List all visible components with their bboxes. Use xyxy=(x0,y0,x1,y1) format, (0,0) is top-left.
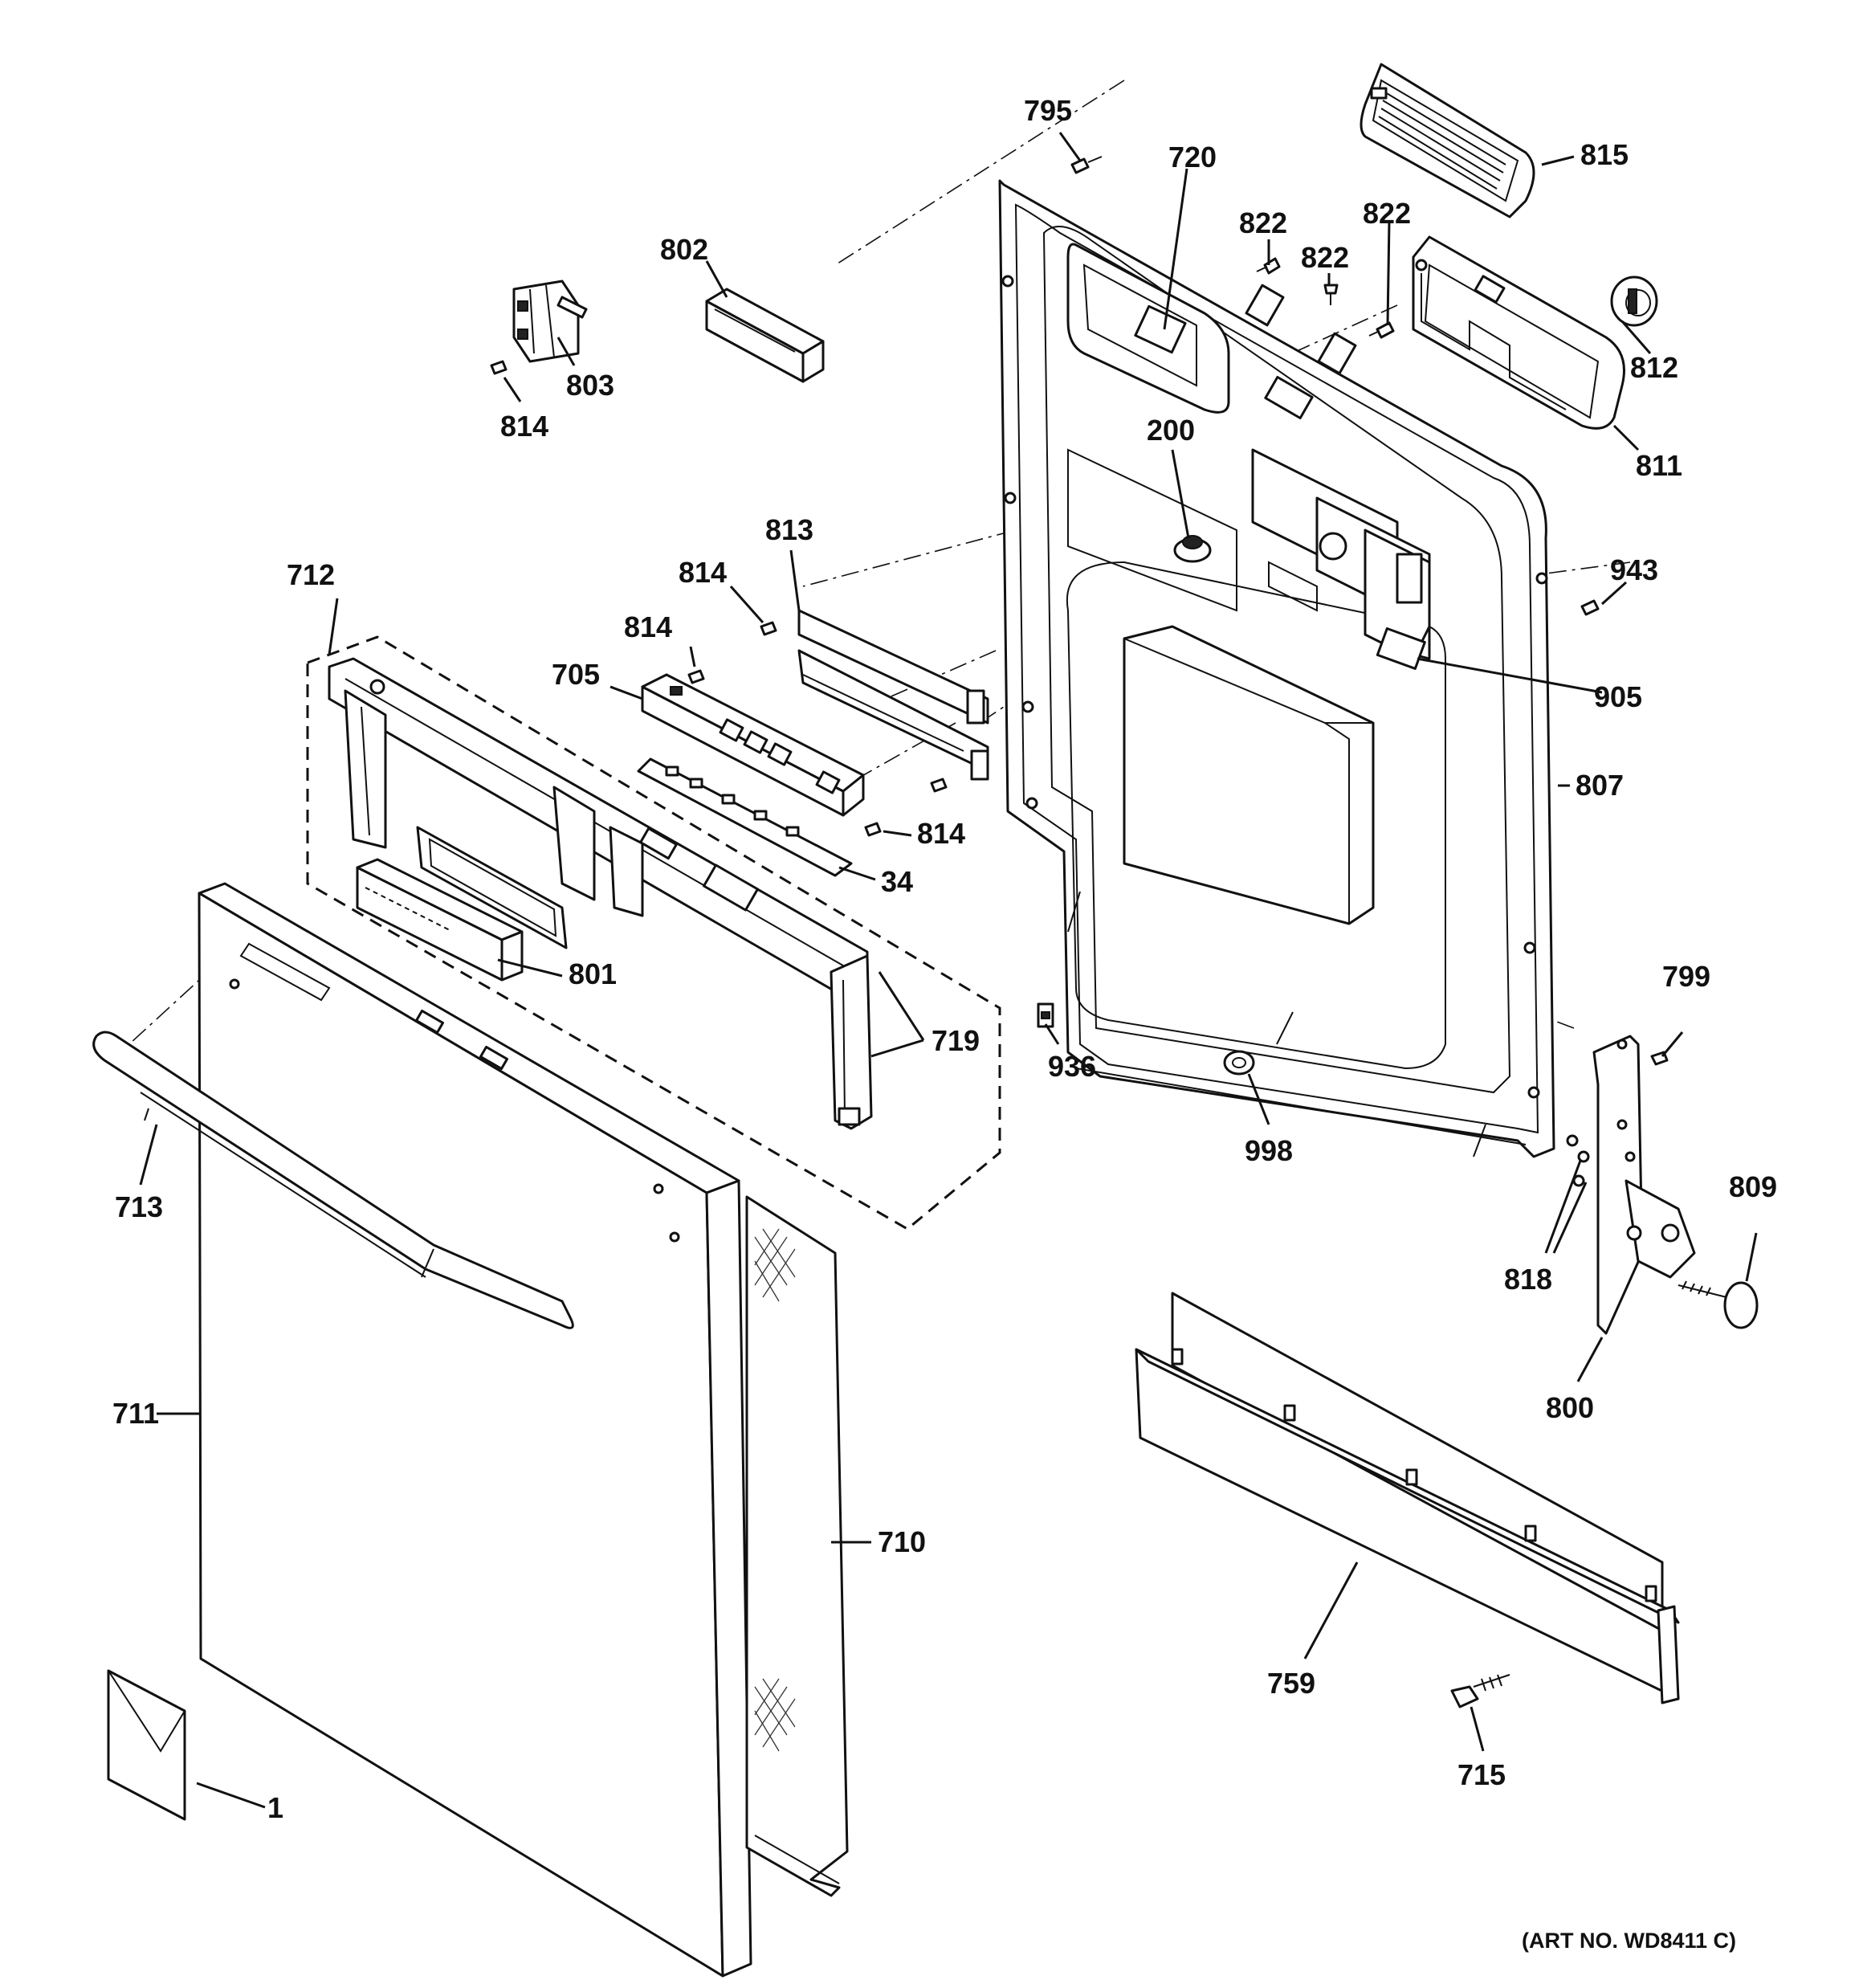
art-number: (ART NO. WD8411 C) xyxy=(1522,1929,1736,1953)
part-715-screw xyxy=(1450,1674,1510,1708)
callout-800: 800 xyxy=(1546,1391,1594,1424)
hatch-bottom xyxy=(754,1678,796,1752)
callout-719: 719 xyxy=(932,1024,980,1057)
part-759-toekick xyxy=(1135,1292,1680,1704)
callout-822-c: 822 xyxy=(1363,197,1411,230)
callout-807: 807 xyxy=(1576,769,1624,802)
console-assembly-outline xyxy=(306,635,1001,1231)
callout-795: 795 xyxy=(1024,94,1072,127)
callout-759: 759 xyxy=(1267,1667,1315,1700)
callout-705: 705 xyxy=(552,658,600,691)
callout-814-a: 814 xyxy=(500,410,548,443)
callout-814-d: 814 xyxy=(917,817,965,850)
part-818-pins xyxy=(1566,1134,1590,1187)
part-1-literature xyxy=(107,1669,186,1821)
callout-822-a: 822 xyxy=(1239,206,1287,239)
callout-822-b: 822 xyxy=(1301,241,1349,274)
callout-720: 720 xyxy=(1168,141,1217,173)
callout-943: 943 xyxy=(1610,553,1658,586)
callout-905: 905 xyxy=(1594,680,1642,713)
callout-labels: 795 720 815 822 822 822 802 803 814 812 … xyxy=(112,94,1777,1953)
callout-818: 818 xyxy=(1504,1263,1552,1296)
callout-712: 712 xyxy=(287,558,335,591)
leader-lines xyxy=(139,132,1758,1809)
part-936-clip xyxy=(1037,1002,1054,1028)
callout-815: 815 xyxy=(1580,138,1629,171)
part-705-control xyxy=(641,673,865,817)
callout-803: 803 xyxy=(566,369,614,402)
part-802-block xyxy=(705,288,825,383)
callout-710: 710 xyxy=(878,1525,926,1558)
hatch-top xyxy=(754,1228,796,1302)
callout-711: 711 xyxy=(112,1397,159,1430)
part-998-grommet xyxy=(1223,1050,1255,1076)
callout-1: 1 xyxy=(267,1791,283,1824)
dispenser-assembly xyxy=(1251,448,1431,670)
callout-936: 936 xyxy=(1048,1050,1096,1083)
part-711-door xyxy=(198,882,752,1978)
callout-799: 799 xyxy=(1662,960,1710,993)
part-812-cap xyxy=(1610,276,1658,327)
screws xyxy=(490,156,1669,1066)
part-34-board xyxy=(637,757,853,877)
callout-802: 802 xyxy=(660,233,708,266)
vent-housing xyxy=(1412,235,1625,430)
part-813-bracket xyxy=(797,609,989,781)
vent-cover xyxy=(1360,63,1535,218)
callout-34: 34 xyxy=(881,865,913,898)
part-713-handle xyxy=(92,1031,574,1329)
part-809-roller xyxy=(1678,1280,1759,1329)
part-710-sidepanel xyxy=(745,1195,849,1897)
callout-813: 813 xyxy=(765,513,813,546)
part-712-console xyxy=(328,657,873,1130)
callout-200: 200 xyxy=(1147,414,1195,447)
callout-814-b: 814 xyxy=(679,556,727,589)
callout-809: 809 xyxy=(1729,1170,1777,1203)
part-200-sensor xyxy=(1173,535,1212,563)
part-803-switch xyxy=(512,280,588,363)
callout-814-c: 814 xyxy=(624,610,672,643)
callout-713: 713 xyxy=(115,1190,163,1223)
callout-715: 715 xyxy=(1457,1758,1506,1791)
part-800-hinge xyxy=(1592,1035,1696,1335)
callout-801: 801 xyxy=(569,957,617,990)
callout-998: 998 xyxy=(1245,1134,1293,1167)
callout-812: 812 xyxy=(1630,351,1678,384)
callout-811: 811 xyxy=(1636,449,1682,482)
part-801-buttonbar xyxy=(356,858,524,982)
door-inner-panel xyxy=(998,179,1555,1158)
